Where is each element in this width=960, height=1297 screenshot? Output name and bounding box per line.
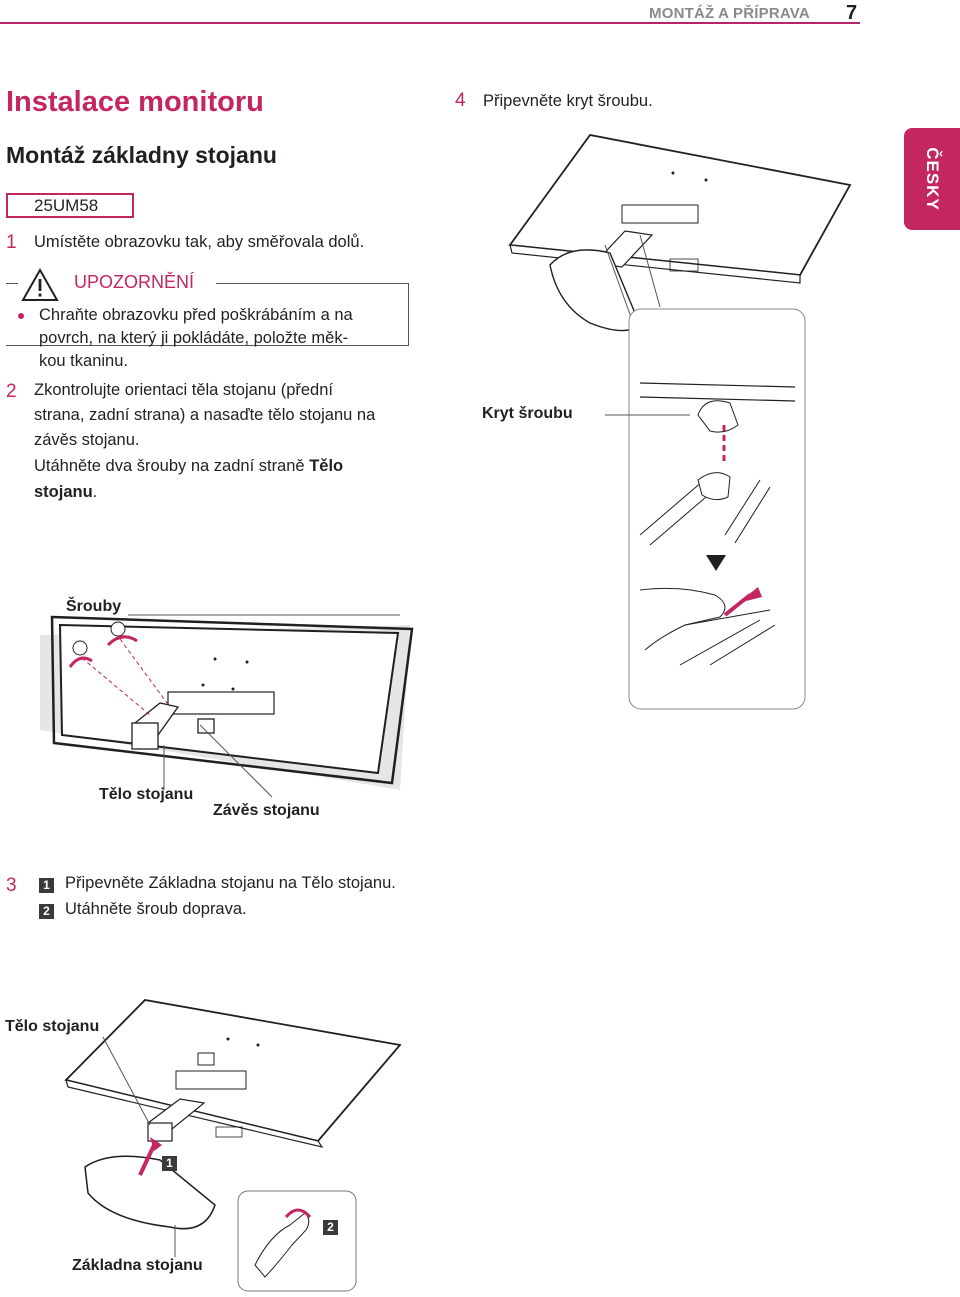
step-3-number: 3: [6, 875, 17, 896]
step-2-illustration: [40, 614, 414, 798]
step-4-number: 4: [455, 90, 466, 111]
label-screw-cover: Kryt šroubu: [482, 405, 573, 422]
label-screws: Šrouby: [66, 598, 122, 615]
step-2-line-2: strana, zadní strana) a nasaďte tělo sto…: [34, 406, 376, 424]
step-2-line-1: Zkontrolujte orientaci těla stojanu (pře…: [34, 381, 333, 399]
label-stand-body: Tělo stojanu: [99, 786, 194, 803]
step-1-number: 1: [6, 232, 17, 253]
step-3-illustration: [64, 999, 402, 1292]
caution-title: UPOZORNĚNÍ: [74, 272, 195, 292]
step-2-line-3: závěs stojanu.: [34, 431, 140, 449]
step-2-line-4: Utáhněte dva šrouby na zadní straně Tělo: [34, 457, 344, 475]
caution-line-3: kou tkaninu.: [39, 352, 128, 370]
caution-bullet: [18, 313, 24, 319]
caution-rule-bottom: [6, 345, 409, 346]
caution-rule-left-top: [6, 283, 18, 284]
caution-line-2: povrch, na který ji pokládáte, položte m…: [39, 329, 349, 347]
label-stand-hinge: Závěs stojanu: [213, 802, 320, 819]
caution-rule-right: [408, 283, 409, 346]
step-2-number: 2: [6, 381, 17, 402]
header-rule: [0, 22, 860, 24]
step-3-sub-2-text: Utáhněte šroub doprava.: [65, 900, 247, 918]
step-3-sub-2-badge: 2: [39, 902, 54, 920]
step-3-sub-1-badge: 1: [39, 876, 54, 894]
section-subtitle: Montáž základny stojanu: [6, 142, 277, 168]
language-tab-label: ČESKY: [923, 147, 942, 211]
label-stand-body-2: Tělo stojanu: [5, 1018, 100, 1035]
step-4-text: Připevněte kryt šroubu.: [483, 92, 653, 110]
warning-triangle-icon: [21, 267, 59, 301]
language-tab[interactable]: ČESKY: [904, 128, 960, 230]
caution-rule-top: [216, 283, 409, 284]
model-badge: 25UM58: [6, 193, 134, 218]
caution-line-1: Chraňte obrazovku před poškrábáním a na: [39, 306, 353, 324]
step-4-illustration: [508, 134, 852, 710]
header-section-title: MONTÁŽ A PŘÍPRAVA: [649, 5, 810, 22]
step-3-badge-1: 1: [162, 1154, 177, 1172]
step-3-sub-1-text: Připevněte Základna stojanu na Tělo stoj…: [65, 874, 396, 892]
step-1-text: Umístěte obrazovku tak, aby směřovala do…: [34, 233, 365, 251]
page-number: 7: [846, 2, 858, 24]
step-2-line-5: stojanu.: [34, 483, 98, 501]
page-title: Instalace monitoru: [6, 86, 264, 118]
label-stand-base: Základna stojanu: [72, 1257, 203, 1274]
step-3-badge-2: 2: [323, 1218, 338, 1236]
